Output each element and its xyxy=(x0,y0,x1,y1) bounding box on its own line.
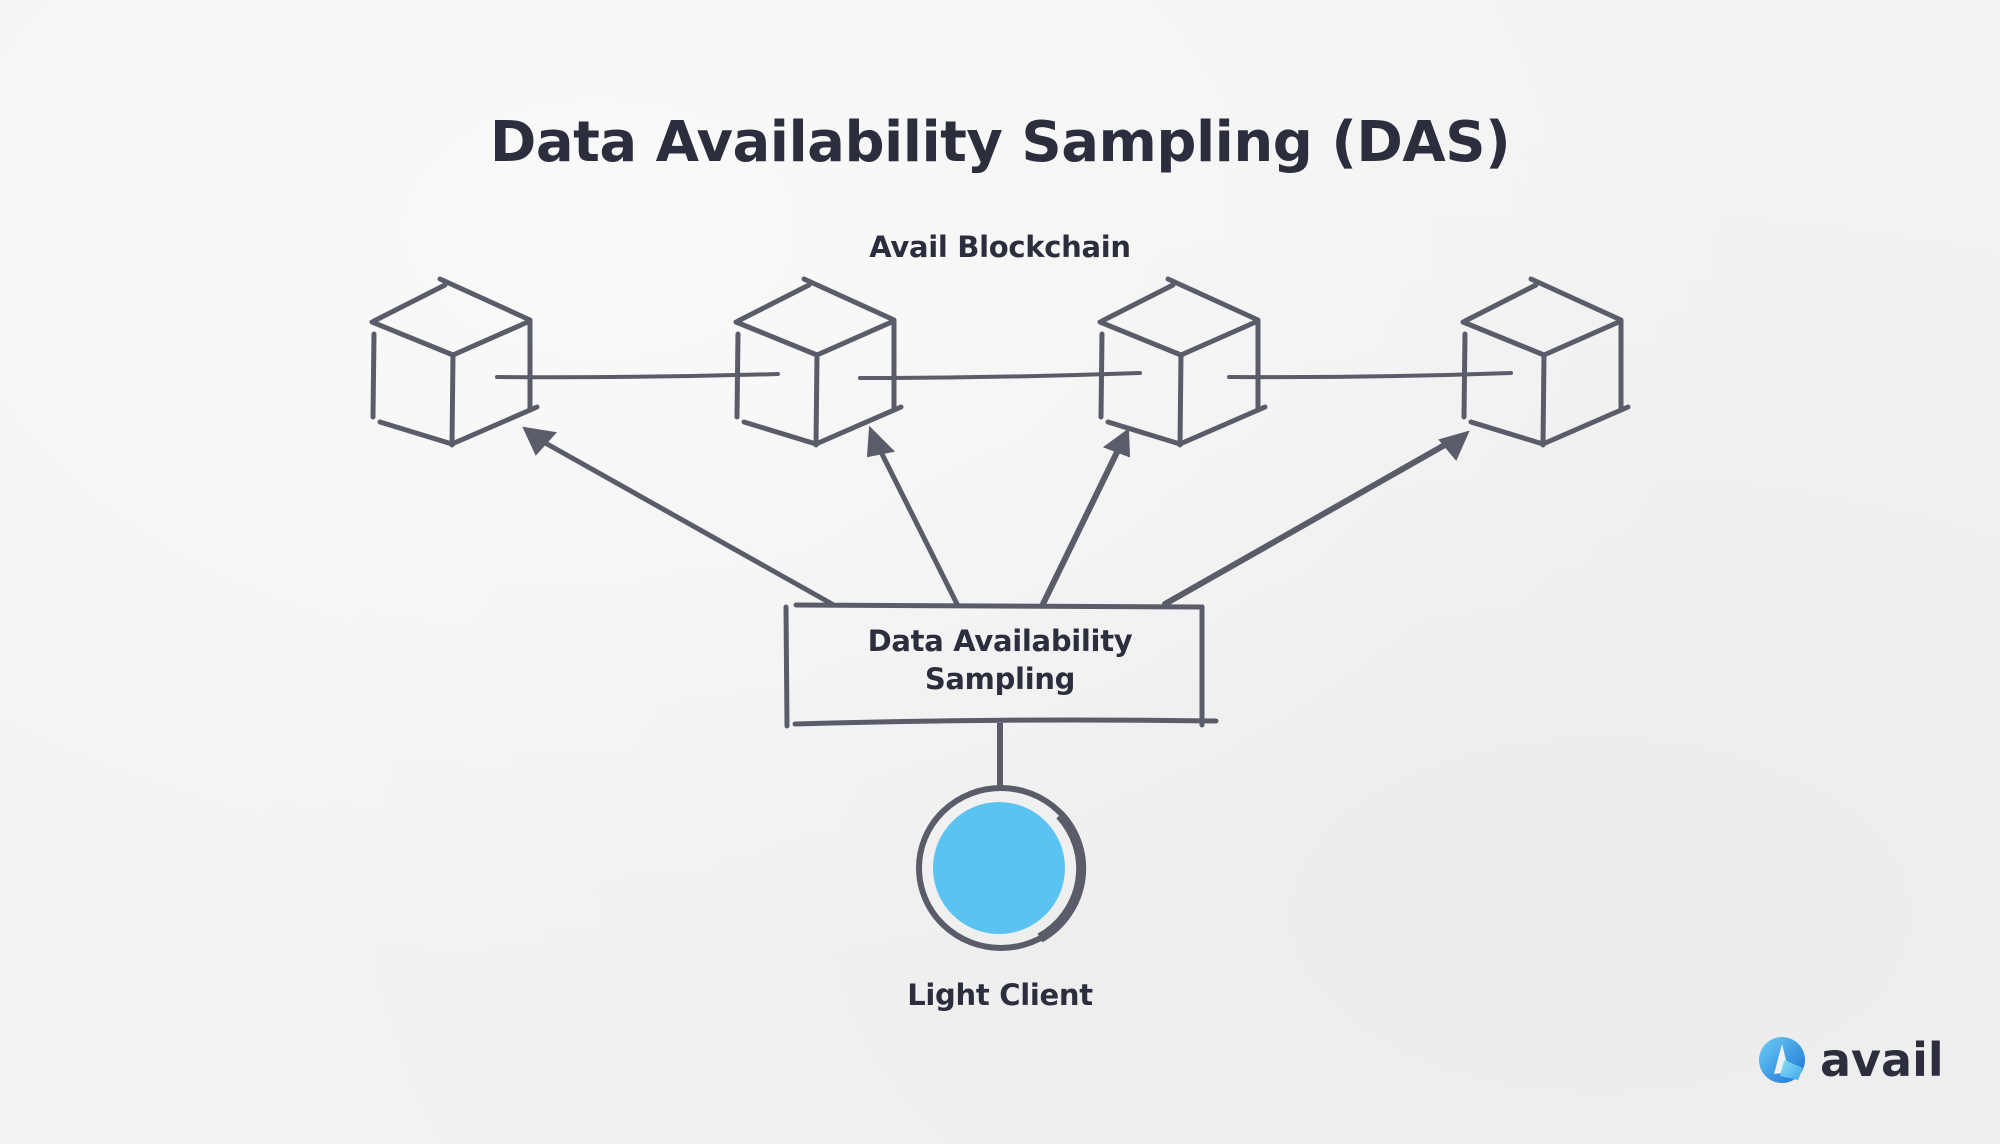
avail-logo-text: avail xyxy=(1820,1033,1944,1087)
sample-arrow-2 xyxy=(874,441,960,607)
block-cube-3 xyxy=(1100,279,1265,445)
das-box-label: Data Availability Sampling xyxy=(790,622,1210,698)
sample-arrow-1 xyxy=(537,437,835,607)
page-title: Data Availability Sampling (DAS) xyxy=(489,110,1511,175)
das-box xyxy=(783,602,1219,729)
arrow-head-1-icon xyxy=(522,426,557,456)
block-cube-4 xyxy=(1463,279,1628,445)
chain-label: Avail Blockchain xyxy=(869,230,1131,264)
arrow-head-3-icon xyxy=(1102,428,1131,458)
das-box-line-1: Data Availability xyxy=(867,624,1133,658)
chain-link-2-3 xyxy=(858,371,1142,380)
das-box-line-2: Sampling xyxy=(924,662,1076,696)
light-client-fill xyxy=(933,802,1065,934)
light-client-label: Light Client xyxy=(907,978,1093,1012)
sample-arrow-3 xyxy=(1040,441,1124,607)
avail-logo-icon xyxy=(1759,1037,1805,1083)
light-client-node[interactable] xyxy=(916,785,1087,951)
arrow-head-4-icon xyxy=(1438,430,1470,461)
block-cube-1 xyxy=(372,279,537,445)
block-cube-2 xyxy=(736,279,901,445)
arrow-head-2-icon xyxy=(866,425,896,458)
sample-arrow-4 xyxy=(1162,439,1453,607)
chain-link-1-2 xyxy=(495,372,780,380)
chain-link-3-4 xyxy=(1227,371,1513,380)
avail-logo: avail xyxy=(1758,1034,1944,1086)
